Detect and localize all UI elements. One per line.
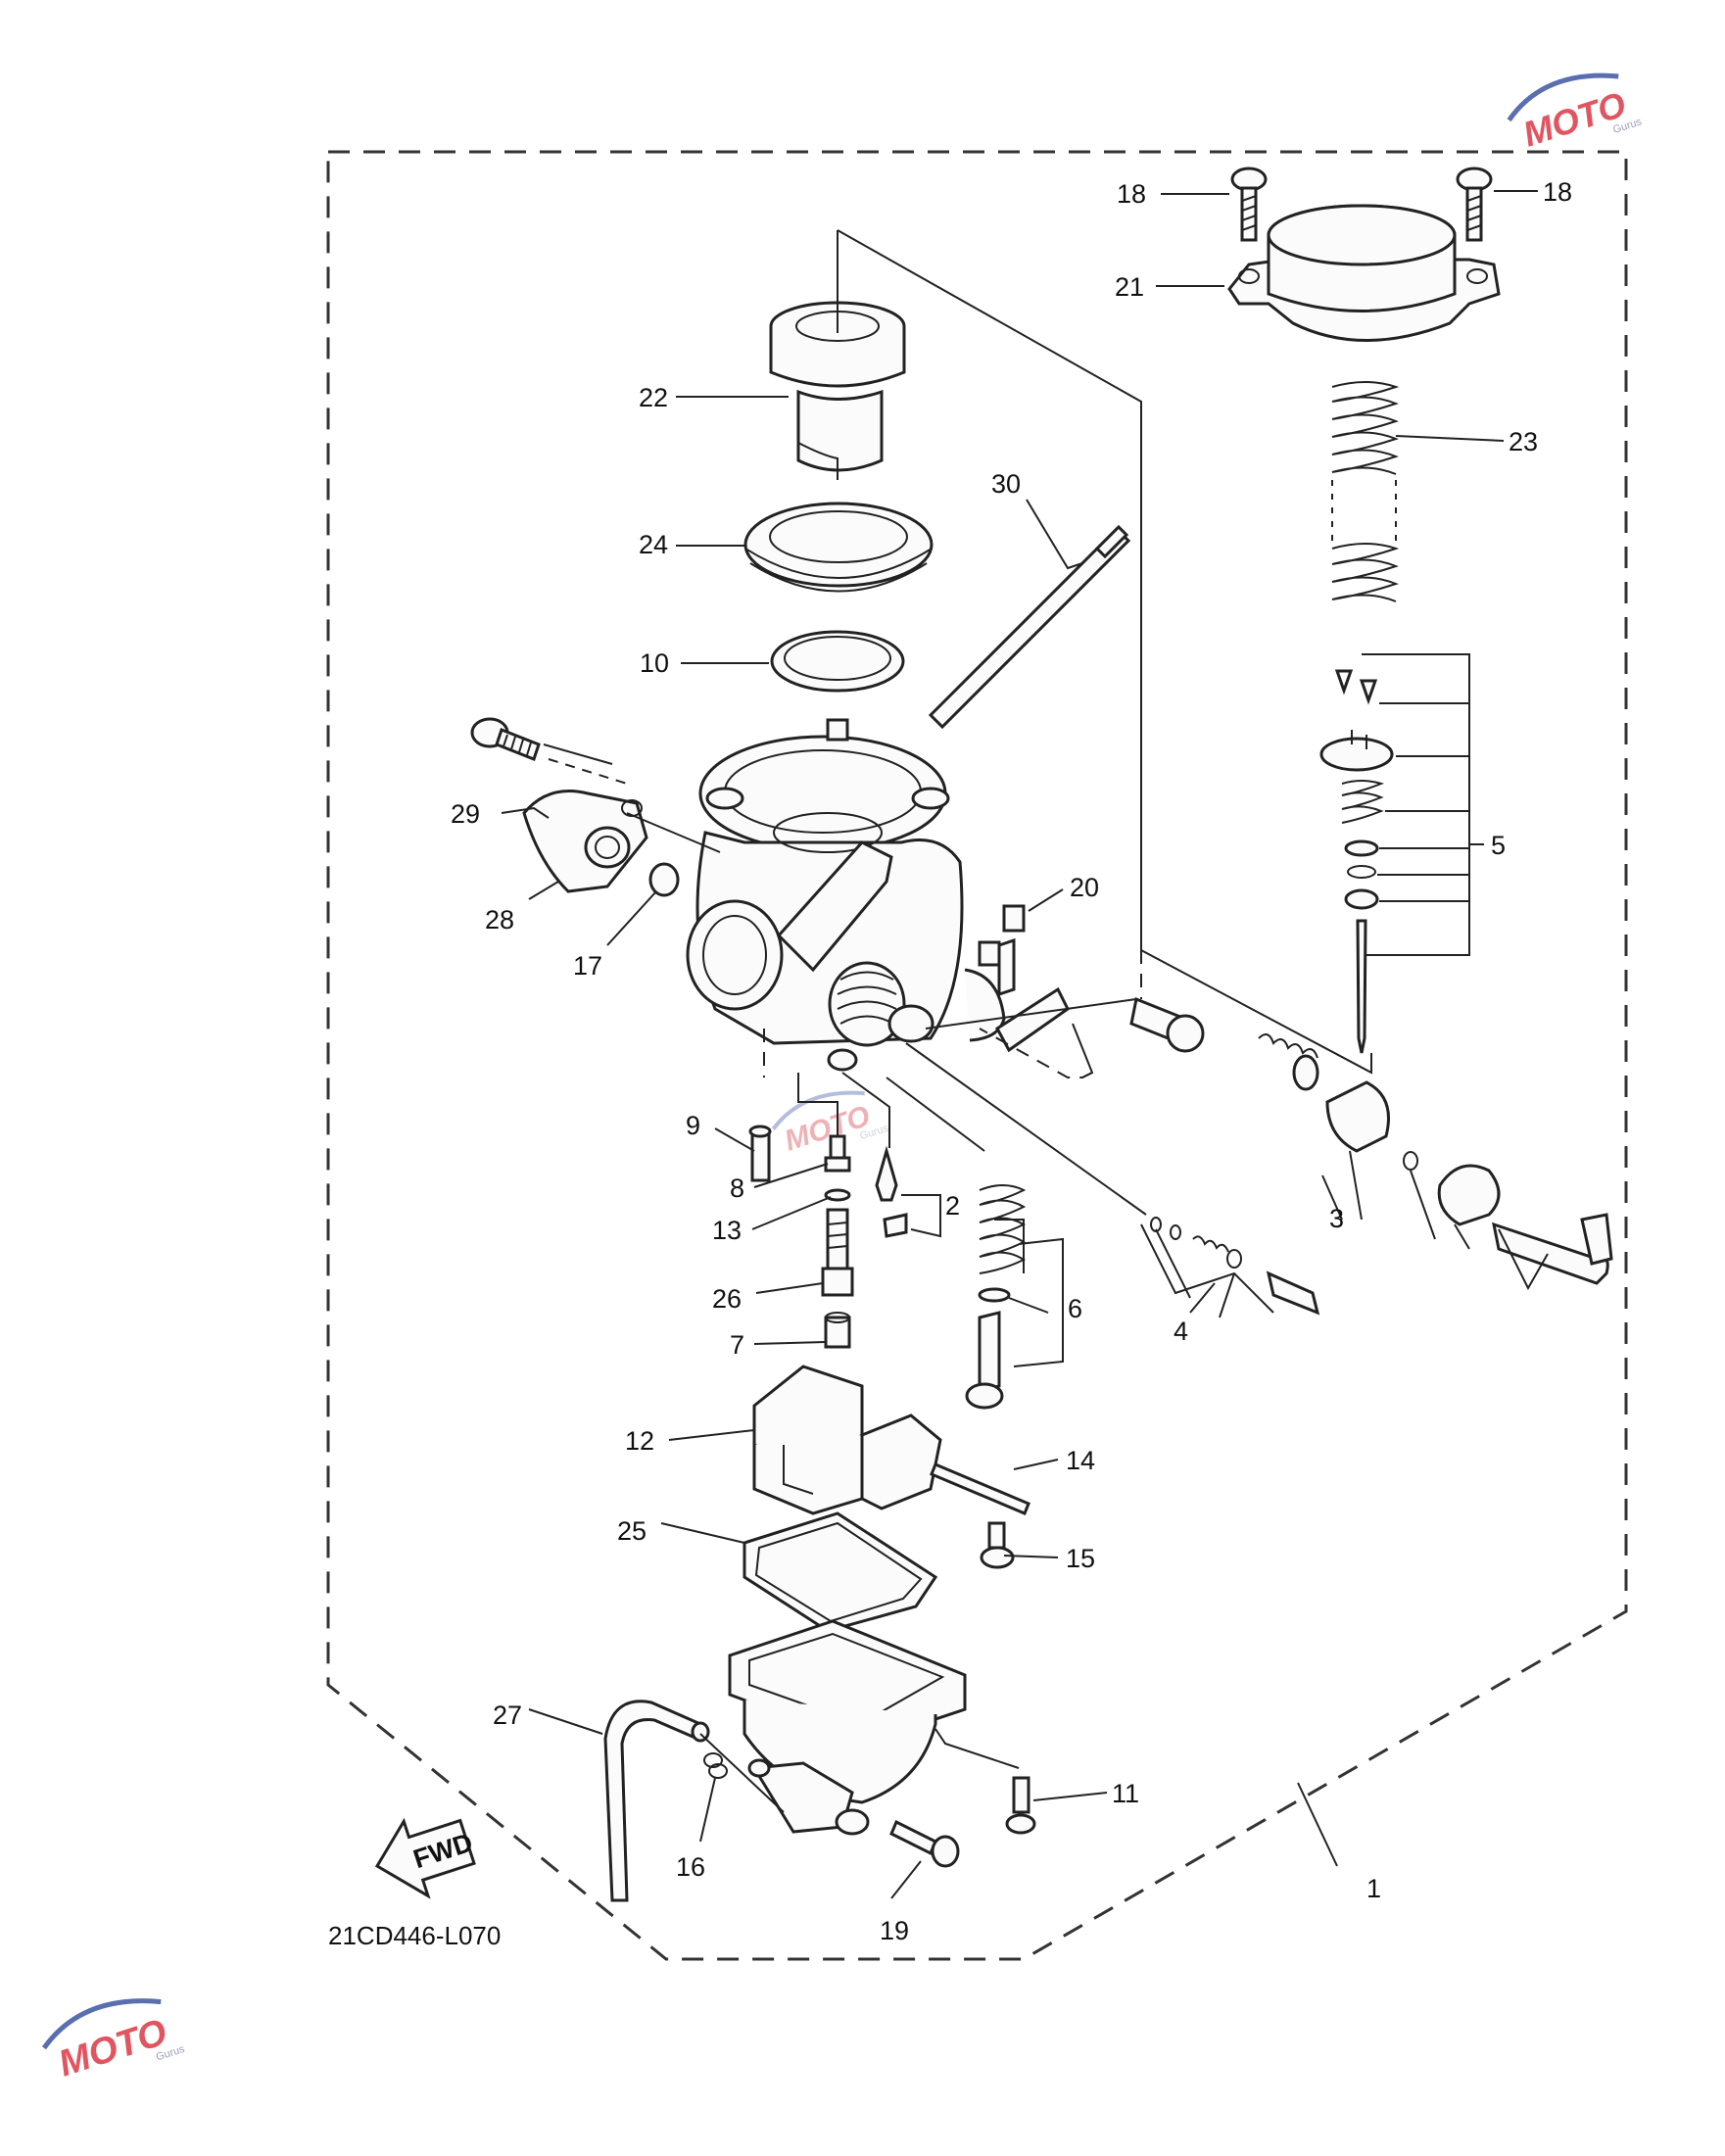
label-12: 12 [625,1426,654,1456]
part-19-screw [889,1819,960,1868]
leader-lines [501,190,1549,1899]
label-14: 14 [1066,1446,1095,1475]
part-12-float [752,1365,942,1515]
part-10-ring [770,630,905,693]
label-6: 6 [1068,1294,1082,1323]
label-7: 7 [730,1330,744,1360]
part-24-diaphragm [743,502,934,593]
label-19: 19 [880,1916,909,1945]
part-13-o-ring [824,1188,851,1202]
part-6-throttle-stop-screw [965,1184,1027,1410]
part-23-spring [1331,381,1400,602]
part-28-throttle-housing [522,790,648,893]
label-1: 1 [1366,1874,1381,1903]
part-float-bowl [728,1619,967,1836]
label-3: 3 [1329,1204,1344,1233]
label-8: 8 [730,1174,744,1203]
label-26: 26 [712,1284,742,1314]
part-18-screw-left [1230,167,1268,242]
part-30-rod [928,524,1131,730]
part-29-bolt [470,717,541,761]
label-13: 13 [712,1216,742,1245]
part-8-jet [824,1134,851,1173]
part-9-screw [748,1125,772,1182]
label-11: 11 [1112,1779,1139,1808]
label-18-right: 18 [1543,177,1572,207]
label-28: 28 [485,905,514,934]
part-7-main-jet [824,1312,851,1349]
fwd-arrow-icon: FWD [374,1817,476,1899]
part-5-needle-assembly [1319,669,1394,1054]
watermark-logo-top: MOTO Gurus [1507,72,1644,155]
label-27: 27 [493,1701,522,1730]
label-5: 5 [1491,831,1506,860]
part-17-o-ring [648,862,680,897]
label-18-left: 18 [1117,179,1146,209]
part-15-screw [980,1521,1015,1569]
watermark-logo-bottom: MOTO Gurus [41,1998,187,2085]
label-24: 24 [639,530,668,559]
label-16: 16 [676,1852,705,1882]
part-18-screw-right [1456,167,1493,242]
diagram-code: 21CD446-L070 [328,1921,501,1950]
label-15: 15 [1066,1544,1095,1573]
part-11-drain-screw [1005,1776,1036,1835]
label-2: 2 [945,1191,960,1221]
part-2-float-valve [875,1145,908,1238]
label-29: 29 [451,799,480,829]
part-26-needle-jet [821,1208,854,1297]
label-25: 25 [617,1516,647,1546]
part-labels: 1 2 3 4 5 6 7 8 9 10 11 12 13 14 15 16 1… [451,177,1572,1945]
label-21: 21 [1115,272,1144,302]
part-4-pilot-screw [1150,1217,1320,1316]
label-23: 23 [1509,427,1538,456]
label-30: 30 [991,469,1021,499]
assembly-boundary [326,150,1628,1961]
label-17: 17 [573,951,602,981]
label-4: 4 [1174,1317,1188,1346]
assembly-guide-lines [543,229,1372,1813]
part-14-pin [930,1462,1030,1515]
label-9: 9 [686,1111,700,1140]
part-3-plunger-assembly [1129,996,1613,1285]
label-10: 10 [640,648,669,678]
part-21-top-cover [1227,204,1501,342]
carburetor-body [686,718,1070,1072]
part-25-gasket [743,1511,938,1633]
label-20: 20 [1070,873,1099,902]
bracket-5 [1362,653,1470,956]
label-22: 22 [639,383,668,412]
part-16-clip [703,1752,728,1779]
part-20-cap [997,904,1026,997]
